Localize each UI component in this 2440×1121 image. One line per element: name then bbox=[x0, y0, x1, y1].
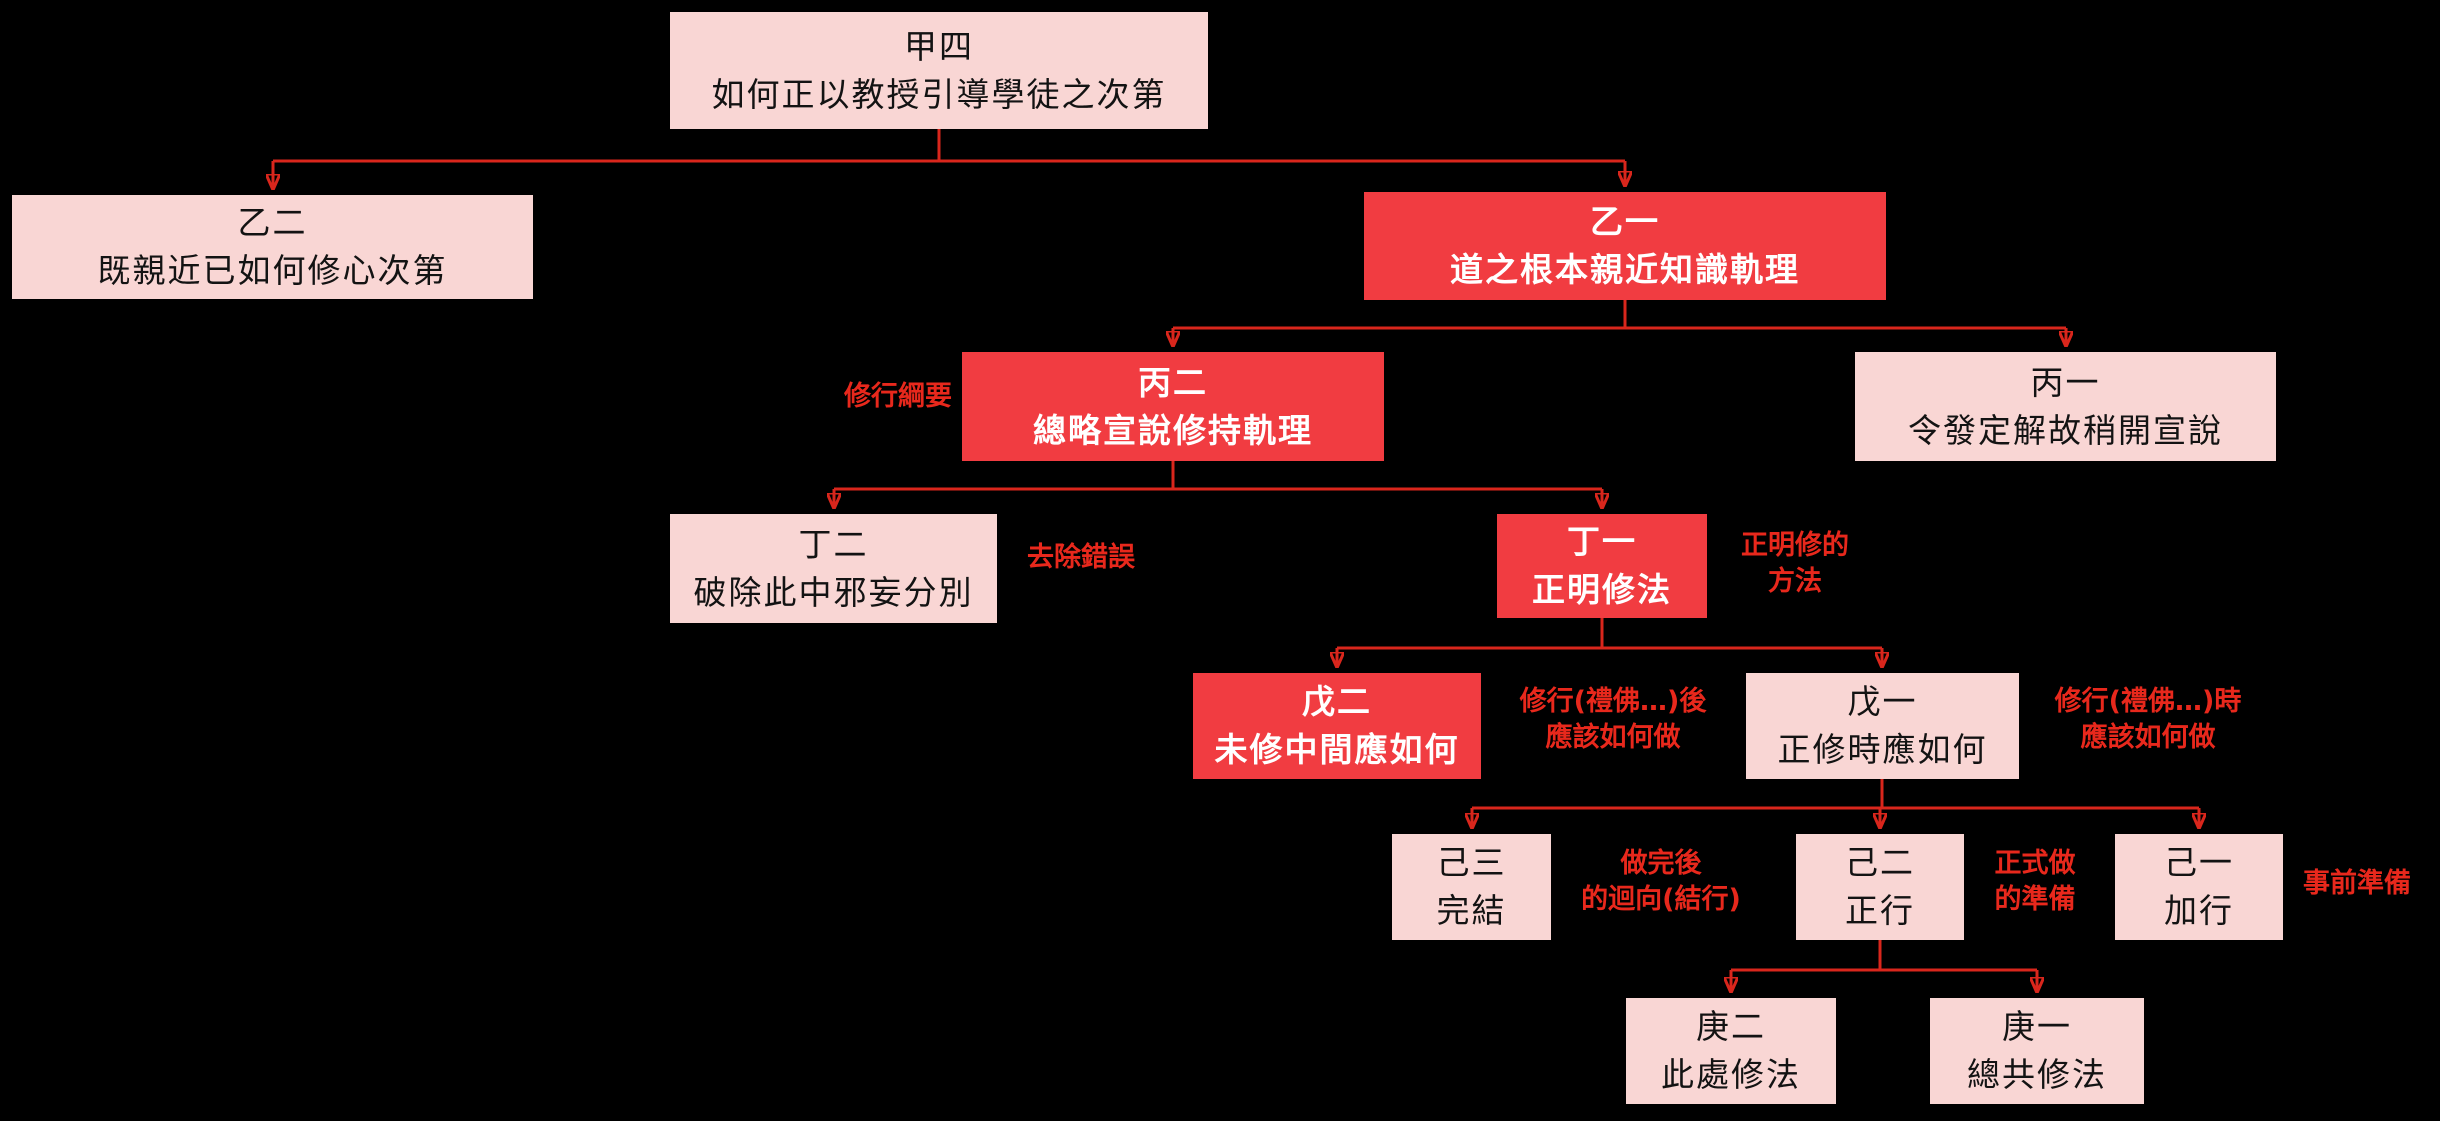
node-label: 總共修法 bbox=[1967, 1055, 2107, 1094]
annotation-preparation: 事前準備 bbox=[2303, 868, 2411, 899]
node-geng2: 庚二 此處修法 bbox=[1626, 998, 1836, 1104]
edge-wu1-children bbox=[1472, 779, 2199, 826]
node-code: 己二 bbox=[1845, 843, 1915, 882]
node-label: 總略宣說修持軌理 bbox=[1033, 410, 1313, 450]
annotation-after-practice: 修行(禮佛…)後 應該如何做 bbox=[1519, 686, 1707, 753]
node-code: 乙二 bbox=[237, 203, 308, 242]
node-label: 既親近已如何修心次第 bbox=[97, 251, 448, 290]
edge-ji2-children bbox=[1731, 940, 2037, 990]
node-label: 未修中間應如何 bbox=[1214, 730, 1460, 769]
node-label: 令發定解故稍開宣說 bbox=[1908, 410, 2223, 450]
node-code: 庚二 bbox=[1696, 1007, 1766, 1046]
node-label: 此處修法 bbox=[1661, 1055, 1801, 1094]
node-ding2: 丁二 破除此中邪妄分別 bbox=[670, 514, 997, 623]
node-code: 丙一 bbox=[2030, 362, 2101, 402]
annotation-correct-method: 正明修的 方法 bbox=[1741, 530, 1849, 597]
node-label: 加行 bbox=[2164, 891, 2234, 930]
node-bing2: 丙二 總略宣說修持軌理 bbox=[962, 352, 1384, 461]
node-code: 己三 bbox=[1436, 843, 1507, 882]
node-yi2: 乙二 既親近已如何修心次第 bbox=[12, 195, 533, 299]
annotation-practice-outline: 修行綱要 bbox=[844, 381, 952, 412]
node-label: 完結 bbox=[1436, 891, 1507, 930]
node-code: 丁二 bbox=[798, 524, 869, 564]
node-label: 正修時應如何 bbox=[1777, 730, 1988, 769]
node-label: 如何正以教授引導學徒之次第 bbox=[711, 74, 1167, 114]
node-code: 庚一 bbox=[2002, 1007, 2072, 1046]
node-label: 道之根本親近知識軌理 bbox=[1450, 250, 1800, 289]
node-geng1: 庚一 總共修法 bbox=[1930, 998, 2144, 1104]
node-code: 己一 bbox=[2164, 843, 2234, 882]
node-code: 甲四 bbox=[904, 26, 974, 66]
node-jia4: 甲四 如何正以教授引導學徒之次第 bbox=[670, 12, 1208, 129]
node-code: 戊一 bbox=[1847, 682, 1918, 721]
annotation-dedication-after: 做完後 的迴向(結行) bbox=[1581, 848, 1741, 915]
edge-jia4-children bbox=[273, 129, 1625, 187]
node-ji1: 己一 加行 bbox=[2115, 834, 2283, 940]
annotation-formal-part: 正式做 的準備 bbox=[1994, 848, 2076, 915]
node-bing1: 丙一 令發定解故稍開宣說 bbox=[1855, 352, 2276, 461]
node-yi1: 乙一 道之根本親近知識軌理 bbox=[1364, 192, 1886, 300]
annotation-remove-errors: 去除錯誤 bbox=[1027, 542, 1135, 573]
node-label: 正明修法 bbox=[1532, 570, 1672, 609]
node-wu2: 戊二 未修中間應如何 bbox=[1193, 673, 1481, 779]
node-ji2: 己二 正行 bbox=[1796, 834, 1964, 940]
node-label: 正行 bbox=[1845, 891, 1915, 930]
edge-ding1-children bbox=[1337, 618, 1882, 665]
annotation-during-practice: 修行(禮佛…)時 應該如何做 bbox=[2054, 686, 2242, 753]
node-code: 丙二 bbox=[1138, 362, 1208, 402]
node-code: 乙一 bbox=[1590, 202, 1660, 241]
edge-yi1-children bbox=[1173, 300, 2066, 344]
node-ding1: 丁一 正明修法 bbox=[1497, 514, 1707, 618]
node-label: 破除此中邪妄分別 bbox=[693, 572, 974, 612]
edge-bing2-children bbox=[834, 461, 1602, 506]
node-wu1: 戊一 正修時應如何 bbox=[1746, 673, 2019, 779]
node-ji3: 己三 完結 bbox=[1392, 834, 1551, 940]
node-code: 戊二 bbox=[1302, 682, 1372, 721]
node-code: 丁一 bbox=[1567, 522, 1637, 561]
